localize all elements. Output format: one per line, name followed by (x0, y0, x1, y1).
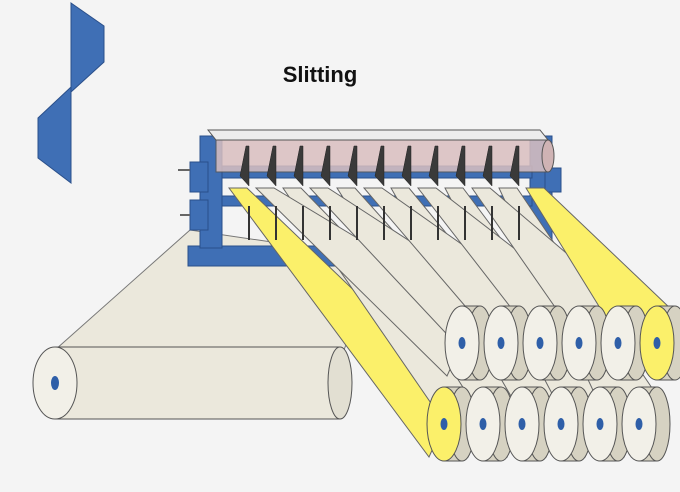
slitter-blade (320, 145, 331, 187)
roll-core-icon (479, 418, 487, 430)
roll-core-icon (596, 418, 604, 430)
roll-core-icon (653, 337, 661, 349)
slitter-blade (347, 145, 358, 187)
roll-core-icon (51, 376, 59, 390)
roll-core-icon (440, 418, 448, 430)
parent-roll (32, 346, 353, 420)
slitter-blade (455, 145, 466, 187)
slitter-blades (239, 145, 520, 240)
upper-rewind-rolls (444, 305, 680, 381)
roll-core-icon (458, 337, 466, 349)
lower-rewind-rolls (426, 386, 671, 462)
rewind-roll (465, 386, 515, 462)
slitter-blade (401, 145, 412, 187)
slitter-blade (374, 145, 385, 187)
rewind-roll (621, 386, 671, 462)
corner-logo-icon (37, 2, 105, 185)
rewind-roll (639, 305, 680, 381)
slitter-blade (428, 145, 439, 187)
roll-core-icon (497, 337, 505, 349)
slitter-blade (293, 145, 304, 187)
roll-core-icon (518, 418, 526, 430)
rewind-roll (582, 386, 632, 462)
slitter-blade (266, 145, 277, 187)
roll-core-icon (575, 337, 583, 349)
roll-core-icon (536, 337, 544, 349)
roll-core-icon (614, 337, 622, 349)
slitter-blade (239, 145, 250, 187)
roll-core-icon (557, 418, 565, 430)
slitter-blade (482, 145, 493, 187)
diagram-title: Slitting (282, 62, 358, 87)
roll-core-icon (635, 418, 643, 430)
slitter-blade (509, 145, 520, 187)
